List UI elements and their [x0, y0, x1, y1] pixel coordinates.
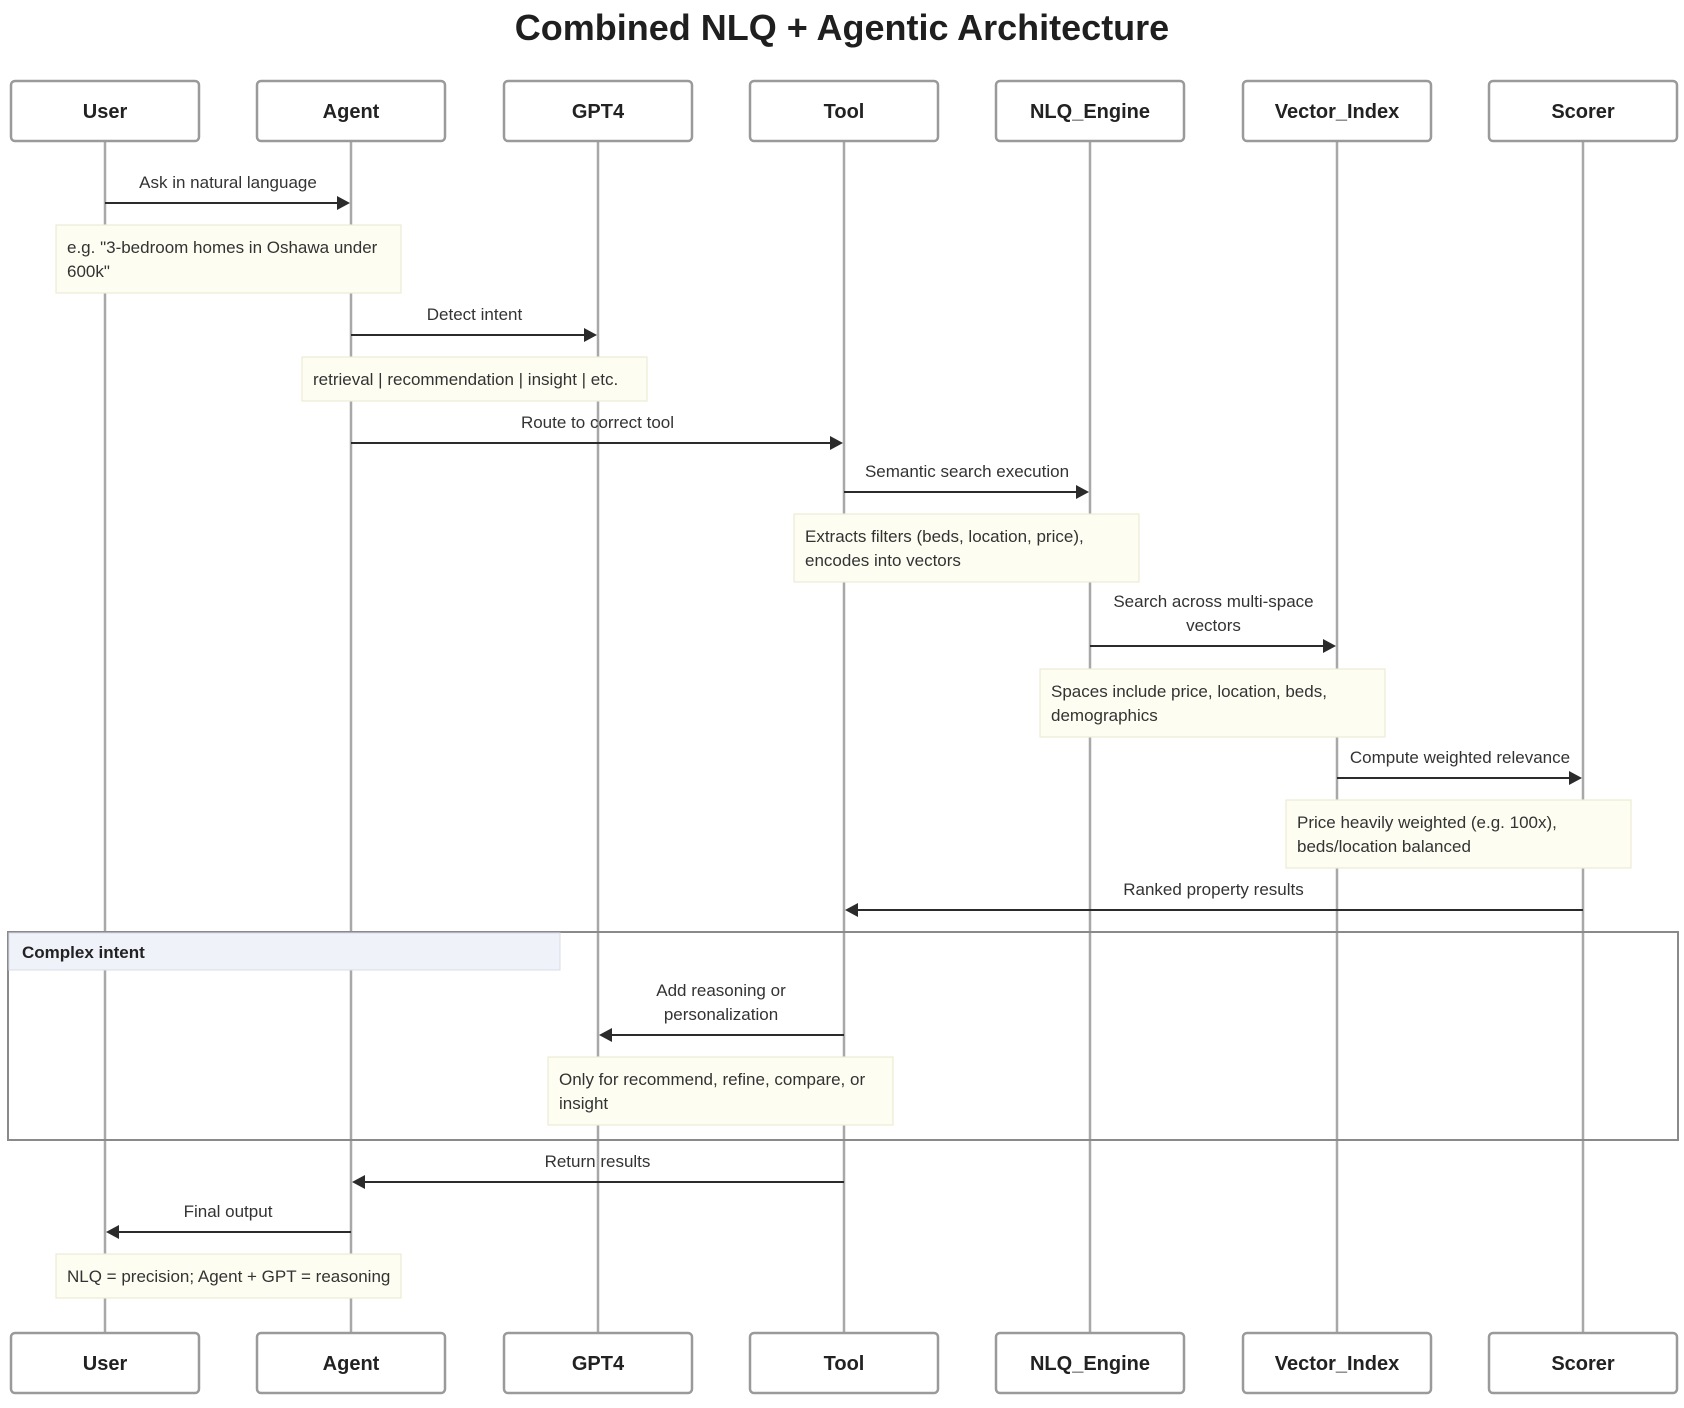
note-text: insight	[559, 1094, 608, 1113]
note-text: 600k"	[67, 262, 110, 281]
actor-label: Scorer	[1551, 101, 1615, 123]
actor-gpt4-bottom: GPT4	[502, 1331, 694, 1395]
actor-scorer-top: Scorer	[1487, 79, 1679, 143]
note-box	[301, 356, 648, 402]
note-box	[547, 1056, 894, 1126]
message-tool-to-nlq-engine: Semantic search execution	[844, 462, 1089, 499]
message-tool-to-agent: Return results	[352, 1152, 844, 1189]
note: Extracts filters (beds, location, price)…	[793, 513, 1140, 583]
message-user-to-agent: Ask in natural language	[105, 173, 350, 210]
message-nlq-engine-to-vector-index: Search across multi-space vectors	[1090, 592, 1336, 653]
message-label: Semantic search execution	[865, 462, 1069, 481]
message-label: Add reasoning or	[656, 981, 786, 1000]
note-text: Only for recommend, refine, compare, or	[559, 1070, 865, 1089]
note-box	[1039, 668, 1386, 738]
actor-label: NLQ_Engine	[1030, 101, 1150, 123]
actor-label: NLQ_Engine	[1030, 1353, 1150, 1375]
note-box	[1285, 799, 1632, 869]
arrowhead-icon	[337, 196, 350, 210]
actor-nlq-engine-bottom: NLQ_Engine	[994, 1331, 1186, 1395]
note: Only for recommend, refine, compare, or i…	[547, 1056, 894, 1126]
actor-nlq-engine-top: NLQ_Engine	[994, 79, 1186, 143]
note-text: Spaces include price, location, beds,	[1051, 682, 1327, 701]
arrowhead-icon	[1076, 485, 1089, 499]
message-scorer-to-tool: Ranked property results	[845, 880, 1583, 917]
message-label: Ask in natural language	[139, 173, 317, 192]
note-box	[793, 513, 1140, 583]
frame-complex-intent: Complex intent	[7, 931, 1679, 1141]
actor-scorer-bottom: Scorer	[1487, 1331, 1679, 1395]
actor-user-top: User	[9, 79, 201, 143]
note: e.g. "3-bedroom homes in Oshawa under 600…	[55, 224, 402, 294]
note-text: beds/location balanced	[1297, 837, 1471, 856]
actor-label: Scorer	[1551, 1353, 1615, 1375]
arrowhead-icon	[1323, 639, 1336, 653]
actor-label: Tool	[824, 1353, 865, 1375]
message-label: personalization	[664, 1005, 778, 1024]
arrowhead-icon	[352, 1175, 365, 1189]
arrowhead-icon	[584, 328, 597, 342]
message-agent-to-tool: Route to correct tool	[351, 413, 843, 450]
frame-label: Complex intent	[22, 943, 145, 962]
arrowhead-icon	[599, 1028, 612, 1042]
actor-gpt4-top: GPT4	[502, 79, 694, 143]
message-label: Return results	[545, 1152, 651, 1171]
message-tool-to-gpt4: Add reasoning or personalization	[599, 981, 844, 1042]
note: retrieval | recommendation | insight | e…	[301, 356, 648, 402]
message-label: vectors	[1186, 616, 1241, 635]
message-label: Ranked property results	[1123, 880, 1303, 899]
note: NLQ = precision; Agent + GPT = reasoning	[55, 1253, 402, 1299]
actor-user-bottom: User	[9, 1331, 201, 1395]
arrowhead-icon	[106, 1225, 119, 1239]
arrowhead-icon	[830, 436, 843, 450]
arrowhead-icon	[1569, 771, 1582, 785]
actor-agent-top: Agent	[255, 79, 447, 143]
actor-tool-top: Tool	[748, 79, 940, 143]
actor-tool-bottom: Tool	[748, 1331, 940, 1395]
actor-label: Agent	[323, 101, 380, 123]
message-label: Detect intent	[427, 305, 523, 324]
message-label: Search across multi-space	[1113, 592, 1313, 611]
note-box	[55, 1253, 402, 1299]
actor-vector-index-bottom: Vector_Index	[1241, 1331, 1433, 1395]
actor-label: Agent	[323, 1353, 380, 1375]
note-text: demographics	[1051, 706, 1158, 725]
message-label: Compute weighted relevance	[1350, 748, 1570, 767]
note-text: retrieval | recommendation | insight | e…	[313, 370, 618, 389]
actor-vector-index-top: Vector_Index	[1241, 79, 1433, 143]
arrowhead-icon	[845, 903, 858, 917]
message-agent-to-user: Final output	[106, 1202, 351, 1239]
note-text: encodes into vectors	[805, 551, 961, 570]
actor-label: User	[83, 1353, 128, 1375]
note: Spaces include price, location, beds, dem…	[1039, 668, 1386, 738]
actor-label: Vector_Index	[1275, 1353, 1400, 1375]
note: Price heavily weighted (e.g. 100x), beds/…	[1285, 799, 1632, 869]
actor-agent-bottom: Agent	[255, 1331, 447, 1395]
actor-label: Vector_Index	[1275, 101, 1400, 123]
note-text: Price heavily weighted (e.g. 100x),	[1297, 813, 1557, 832]
message-agent-to-gpt4: Detect intent	[351, 305, 597, 342]
note-text: NLQ = precision; Agent + GPT = reasoning	[67, 1267, 390, 1286]
actor-label: GPT4	[572, 101, 625, 123]
actor-label: GPT4	[572, 1353, 625, 1375]
actor-label: User	[83, 101, 128, 123]
message-vector-index-to-scorer: Compute weighted relevance	[1337, 748, 1582, 785]
actor-label: Tool	[824, 101, 865, 123]
note-box	[55, 224, 402, 294]
note-text: Extracts filters (beds, location, price)…	[805, 527, 1084, 546]
note-text: e.g. "3-bedroom homes in Oshawa under	[67, 238, 378, 257]
frame-header	[8, 932, 561, 971]
diagram-title: Combined NLQ + Agentic Architecture	[515, 7, 1169, 48]
message-label: Route to correct tool	[521, 413, 674, 432]
message-label: Final output	[184, 1202, 273, 1221]
